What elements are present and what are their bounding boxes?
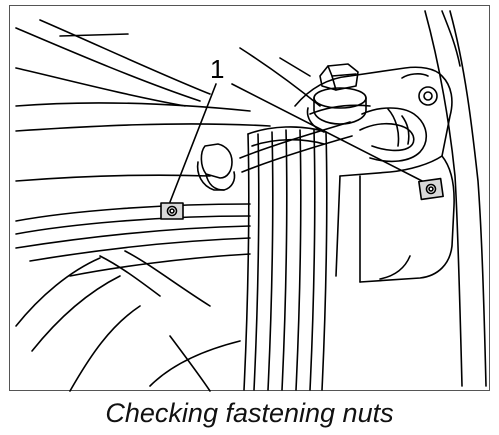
hose-fitting bbox=[196, 143, 236, 191]
nut-right bbox=[418, 177, 444, 201]
callout-number: 1 bbox=[210, 54, 224, 84]
nut-left bbox=[160, 202, 184, 220]
mounting-bracket bbox=[294, 66, 455, 283]
figure-caption: Checking fastening nuts bbox=[105, 398, 394, 428]
figure-frame: 1 bbox=[9, 5, 490, 392]
strap-bundle bbox=[243, 126, 328, 391]
sill-lines bbox=[15, 203, 251, 392]
hose-loop bbox=[239, 107, 427, 173]
callout-leaders bbox=[169, 83, 429, 203]
bolt-assembly bbox=[306, 63, 367, 133]
pillar-lines bbox=[424, 10, 487, 387]
technical-illustration: 1 bbox=[15, 10, 487, 392]
body-panel-lines bbox=[15, 19, 321, 182]
